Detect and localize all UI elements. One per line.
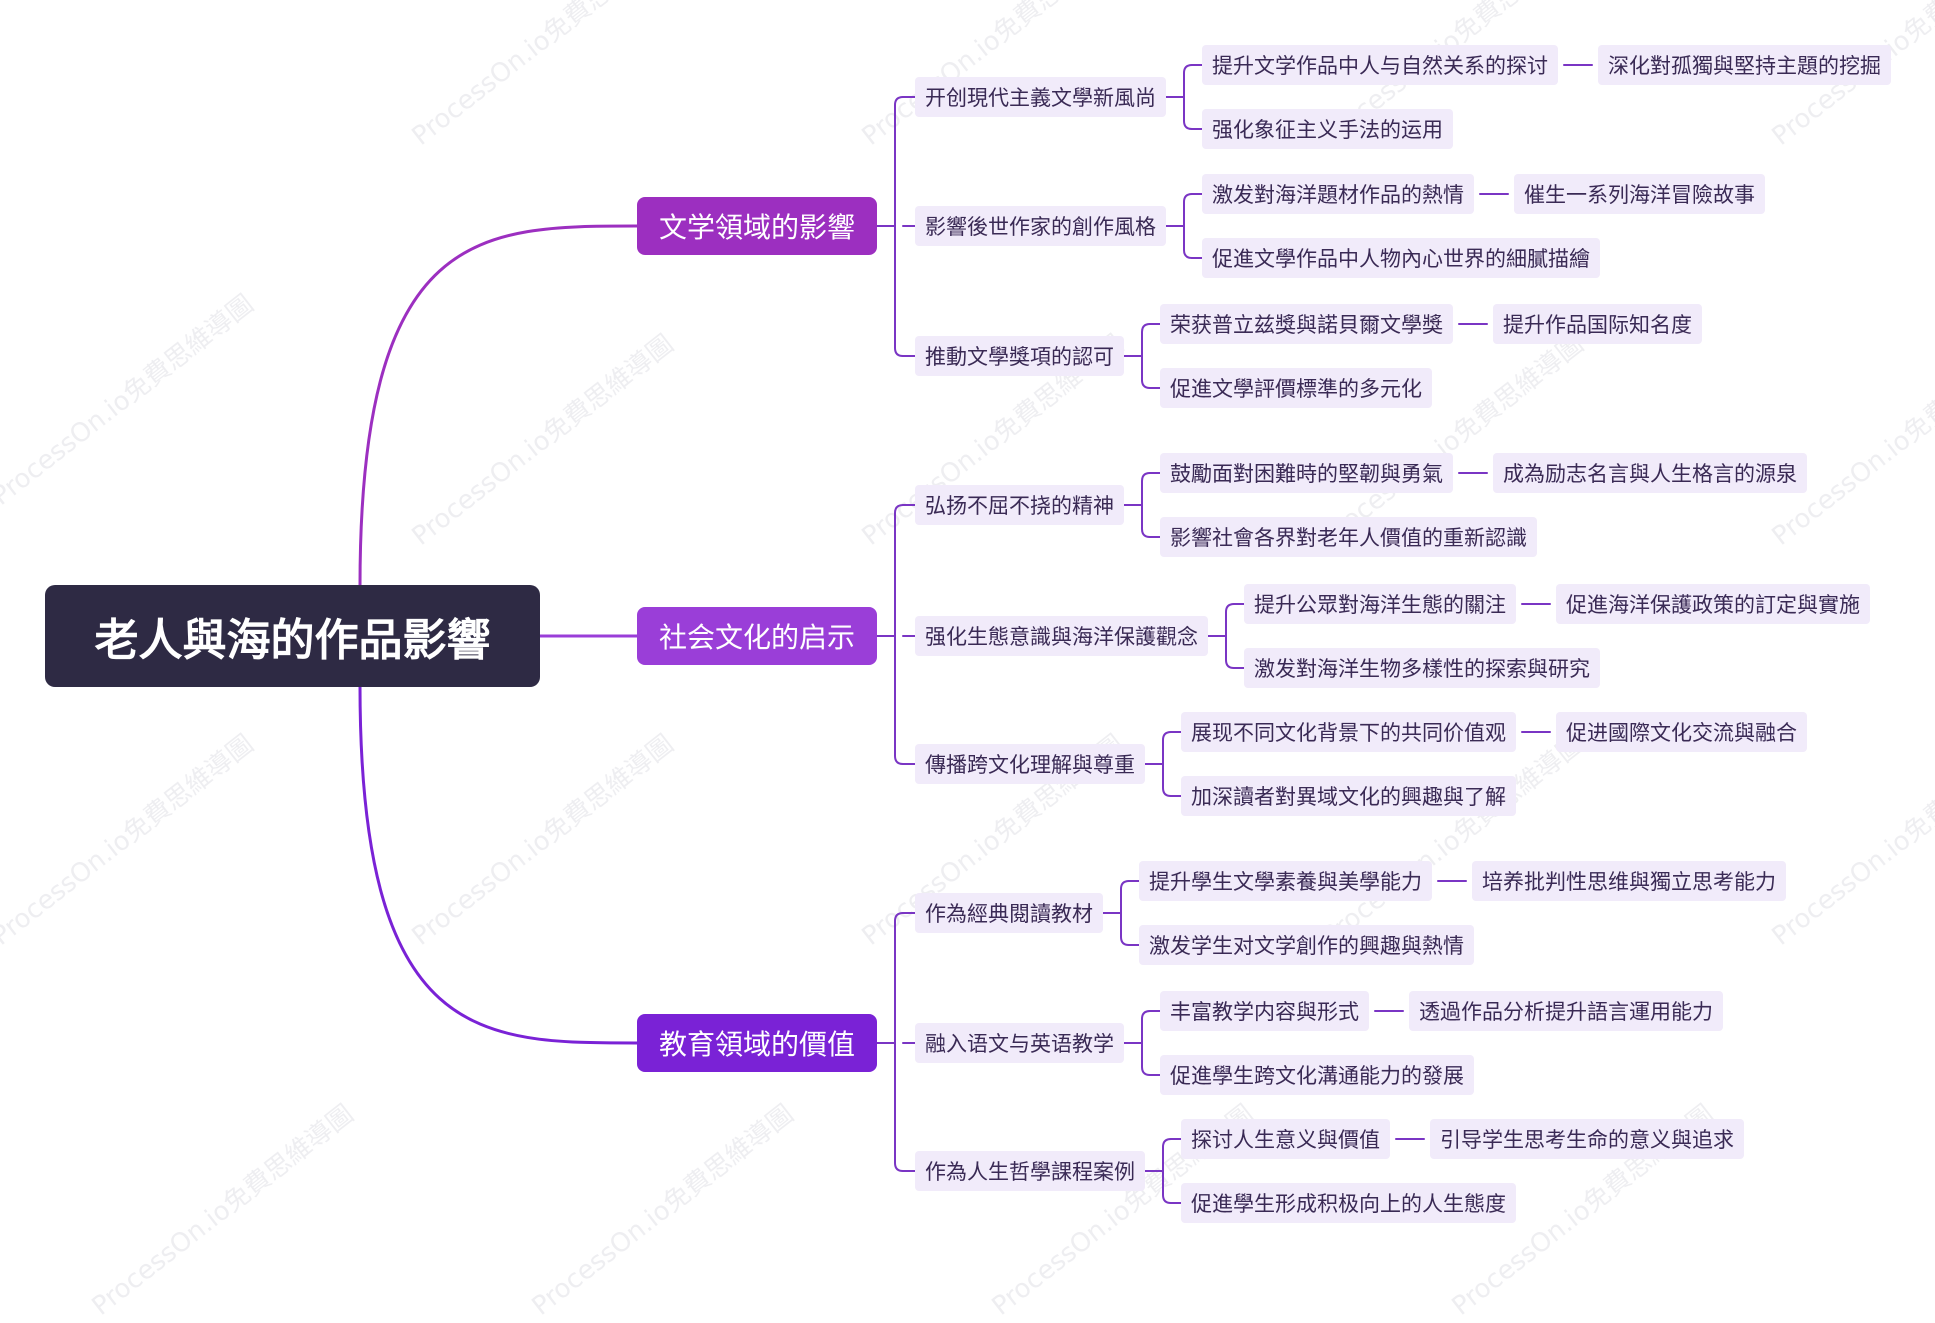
topic-2-2-1-next[interactable]: 促進海洋保護政策的訂定與實施	[1556, 584, 1870, 624]
subtopic-3-3-label: 作為人生哲學課程案例	[925, 1160, 1135, 1184]
branch-1-label: 文学領域的影響	[658, 211, 855, 244]
subtopic-1-2-label: 影響後世作家的創作風格	[925, 215, 1156, 239]
topic-2-1-2[interactable]: 影響社會各界對老年人價值的重新認識	[1160, 517, 1537, 557]
subtopic-1-3-label: 推動文學獎項的認可	[925, 345, 1114, 369]
topic-2-3-1-label: 展现不同文化背景下的共同价值观	[1191, 721, 1506, 745]
topic-1-3-2[interactable]: 促進文學評價標準的多元化	[1160, 368, 1432, 408]
topic-1-1-1[interactable]: 提升文学作品中人与自然关系的探讨	[1202, 45, 1558, 85]
branch-3-label: 教育領域的價值	[658, 1028, 855, 1061]
subtopic-2-3[interactable]: 傳播跨文化理解與尊重	[915, 744, 1145, 784]
topic-3-3-2[interactable]: 促進學生形成积极向上的人生態度	[1181, 1183, 1516, 1223]
topic-1-2-2-label: 促進文學作品中人物內心世界的細膩描繪	[1212, 247, 1590, 271]
subtopic-3-1-label: 作為經典閱讀教材	[925, 902, 1093, 926]
subtopic-1-1-label: 开创現代主義文學新風尚	[925, 86, 1156, 110]
topic-3-2-1-label: 丰富教学内容與形式	[1170, 1000, 1359, 1024]
topic-3-3-1-next-label: 引导学生思考生命的意义與追求	[1440, 1128, 1734, 1152]
topic-3-2-1-next-label: 透過作品分析提升語言運用能力	[1419, 1000, 1713, 1024]
subtopic-2-3-label: 傳播跨文化理解與尊重	[925, 753, 1135, 777]
topic-3-1-1-next[interactable]: 培养批判性思维與獨立思考能力	[1472, 861, 1786, 901]
topic-2-1-1[interactable]: 鼓勵面對困難時的堅韌與勇氣	[1160, 453, 1453, 493]
topic-1-3-1-next-label: 提升作品国际知名度	[1503, 313, 1692, 337]
branch-1[interactable]: 文学領域的影響	[637, 197, 877, 255]
topic-1-3-1[interactable]: 荣获普立兹獎與諾貝爾文學獎	[1160, 304, 1453, 344]
topic-3-1-1-next-label: 培养批判性思维與獨立思考能力	[1482, 870, 1776, 894]
subtopic-1-1[interactable]: 开创現代主義文學新風尚	[915, 77, 1166, 117]
topic-1-2-1-next[interactable]: 催生一系列海洋冒險故事	[1514, 174, 1765, 214]
subtopic-3-3[interactable]: 作為人生哲學課程案例	[915, 1151, 1145, 1191]
subtopic-2-2[interactable]: 强化生態意識與海洋保護觀念	[915, 616, 1208, 656]
topic-1-2-1-next-label: 催生一系列海洋冒險故事	[1524, 183, 1755, 207]
topic-2-2-1-label: 提升公眾對海洋生態的關注	[1254, 593, 1506, 617]
topic-1-2-1[interactable]: 激发對海洋題材作品的熱情	[1202, 174, 1474, 214]
topic-1-3-1-label: 荣获普立兹獎與諾貝爾文學獎	[1170, 313, 1443, 337]
topic-1-1-1-next-label: 深化對孤獨與堅持主題的挖掘	[1608, 54, 1881, 78]
topic-3-3-1[interactable]: 探讨人生意义與價值	[1181, 1119, 1390, 1159]
subtopic-3-1[interactable]: 作為經典閱讀教材	[915, 893, 1103, 933]
subtopic-2-1-label: 弘扬不屈不挠的精神	[925, 494, 1114, 518]
subtopic-1-3[interactable]: 推動文學獎項的認可	[915, 336, 1124, 376]
topic-2-1-1-label: 鼓勵面對困難時的堅韌與勇氣	[1170, 462, 1443, 486]
topic-2-1-2-label: 影響社會各界對老年人價值的重新認識	[1170, 526, 1527, 550]
topic-2-3-2-label: 加深讀者對異域文化的興趣與了解	[1191, 785, 1506, 809]
topic-1-2-2[interactable]: 促進文學作品中人物內心世界的細膩描繪	[1202, 238, 1600, 278]
topic-2-2-2[interactable]: 激发對海洋生物多樣性的探索與研究	[1244, 648, 1600, 688]
branch-2[interactable]: 社会文化的启示	[637, 607, 877, 665]
branch-3[interactable]: 教育領域的價值	[637, 1014, 877, 1072]
subtopic-2-1[interactable]: 弘扬不屈不挠的精神	[915, 485, 1124, 525]
subtopic-3-2-label: 融入语文与英语教学	[925, 1032, 1114, 1056]
subtopic-3-2[interactable]: 融入语文与英语教学	[915, 1023, 1124, 1063]
topic-1-3-1-next[interactable]: 提升作品国际知名度	[1493, 304, 1702, 344]
topic-1-3-2-label: 促進文學評價標準的多元化	[1170, 377, 1422, 401]
topic-2-3-2[interactable]: 加深讀者對異域文化的興趣與了解	[1181, 776, 1516, 816]
topic-1-1-2-label: 强化象征主义手法的运用	[1212, 118, 1443, 142]
topic-3-1-1-label: 提升學生文學素養與美學能力	[1149, 870, 1422, 894]
topic-3-1-1[interactable]: 提升學生文學素養與美學能力	[1139, 861, 1432, 901]
topic-1-1-1-label: 提升文学作品中人与自然关系的探讨	[1212, 54, 1548, 78]
topic-3-2-1-next[interactable]: 透過作品分析提升語言運用能力	[1409, 991, 1723, 1031]
topic-3-2-2[interactable]: 促進學生跨文化溝通能力的發展	[1160, 1055, 1474, 1095]
root-topic[interactable]: 老人與海的作品影響	[45, 585, 540, 687]
topic-3-2-2-label: 促進學生跨文化溝通能力的發展	[1170, 1064, 1464, 1088]
topic-2-2-1-next-label: 促進海洋保護政策的訂定與實施	[1566, 593, 1860, 617]
branch-2-label: 社会文化的启示	[658, 621, 855, 654]
topic-3-1-2[interactable]: 激发学生对文学創作的興趣與熱情	[1139, 925, 1474, 965]
root-topic-label: 老人與海的作品影響	[94, 615, 491, 666]
topic-2-3-1-next[interactable]: 促进國際文化交流與融合	[1556, 712, 1807, 752]
topic-2-1-1-next[interactable]: 成為励志名言與人生格言的源泉	[1493, 453, 1807, 493]
topic-3-2-1[interactable]: 丰富教学内容與形式	[1160, 991, 1369, 1031]
mindmap-connectors	[358, 64, 1593, 1204]
topic-2-2-2-label: 激发對海洋生物多樣性的探索與研究	[1254, 657, 1590, 681]
topic-3-3-1-next[interactable]: 引导学生思考生命的意义與追求	[1430, 1119, 1744, 1159]
topic-3-1-2-label: 激发学生对文学創作的興趣與熱情	[1149, 934, 1464, 958]
subtopic-1-2[interactable]: 影響後世作家的創作風格	[915, 206, 1166, 246]
topic-2-2-1[interactable]: 提升公眾對海洋生態的關注	[1244, 584, 1516, 624]
topic-3-3-2-label: 促進學生形成积极向上的人生態度	[1191, 1192, 1506, 1216]
topic-1-2-1-label: 激发對海洋題材作品的熱情	[1212, 183, 1464, 207]
mindmap-nodes: 老人與海的作品影響 文学領域的影響 开创現代主義文學新風尚 提升文学作品中人与自然关系…	[45, 45, 1891, 1223]
topic-3-3-1-label: 探讨人生意义與價值	[1191, 1128, 1380, 1152]
topic-2-3-1-next-label: 促进國際文化交流與融合	[1566, 721, 1797, 745]
topic-2-1-1-next-label: 成為励志名言與人生格言的源泉	[1503, 462, 1797, 486]
topic-2-3-1[interactable]: 展现不同文化背景下的共同价值观	[1181, 712, 1516, 752]
subtopic-2-2-label: 强化生態意識與海洋保護觀念	[925, 625, 1198, 649]
topic-1-1-1-next[interactable]: 深化對孤獨與堅持主題的挖掘	[1598, 45, 1891, 85]
topic-1-1-2[interactable]: 强化象征主义手法的运用	[1202, 109, 1453, 149]
